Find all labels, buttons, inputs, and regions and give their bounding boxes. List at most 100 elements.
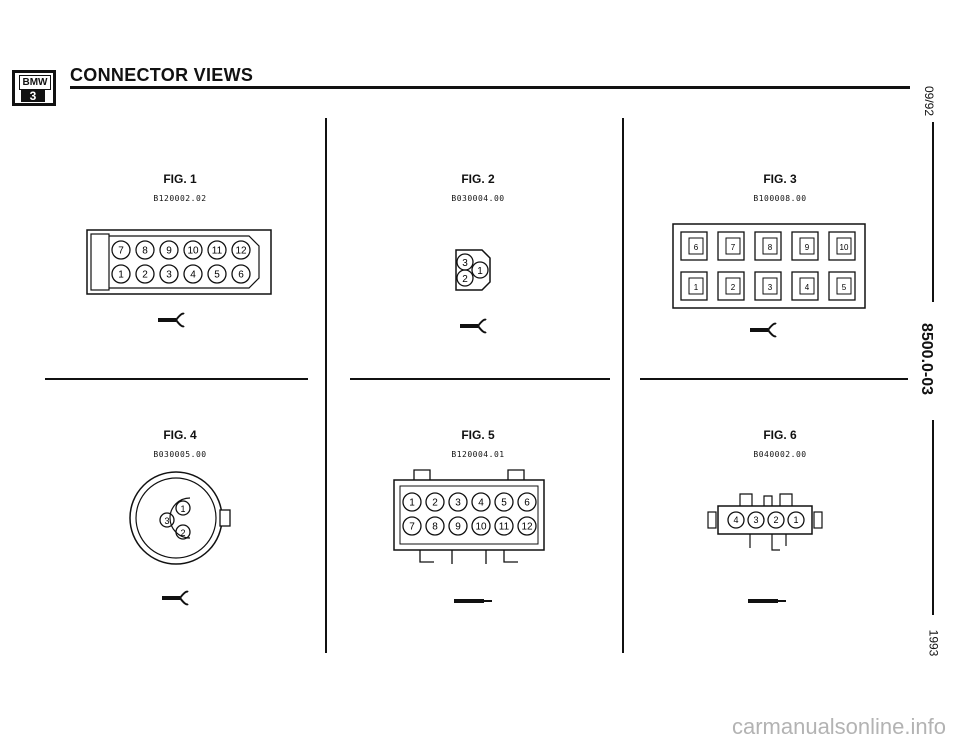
fig1-pin-3 (159, 264, 179, 284)
fig5-pin-2 (425, 492, 445, 512)
fig4-pin-3-label: 3 (164, 516, 169, 526)
fig3-cell-9-label: 9 (805, 243, 810, 252)
fig6-bottom-tabs (749, 534, 787, 551)
fig3-cell-10-label: 10 (840, 243, 849, 252)
fig5-pin-8-label: 8 (432, 522, 438, 533)
fig1-code: B120002.02 (153, 194, 207, 203)
fig3-cell-6 (680, 231, 708, 261)
fig5-pin-2-label: 2 (432, 498, 438, 509)
fig1-housing (86, 229, 272, 295)
fig1-pin-5 (207, 264, 227, 284)
fig2-code: B030004.00 (451, 194, 505, 203)
fig1-pin-10-label: 10 (187, 246, 199, 257)
fig4-code: B030005.00 (153, 450, 207, 459)
fig3-cell-8-label: 8 (768, 243, 773, 252)
fig6-pin-1 (787, 511, 805, 529)
fig4-insert (169, 497, 191, 539)
fig5-pin-1-label: 1 (409, 498, 415, 509)
column-divider-left (325, 118, 327, 653)
fig1-pin-4-label: 4 (190, 270, 196, 281)
bmw-3-logo: BMW 3 (12, 70, 56, 106)
fig1-pin-11 (207, 240, 227, 260)
fig4-pin-2 (175, 524, 191, 540)
fig3-cell-4-label: 4 (805, 283, 810, 292)
fig5-label: FIG. 5 (461, 428, 495, 442)
fig3-cell-10 (828, 231, 856, 261)
fig1-pin-11-label: 11 (212, 246, 223, 257)
fig2-housing (455, 249, 491, 291)
fig1-pin-7 (111, 240, 131, 260)
fig4-connector-symbol (162, 590, 189, 606)
fig1-pin-10 (183, 240, 203, 260)
fig2-connector-symbol (460, 318, 487, 334)
fig3-cell-2-contact (725, 277, 741, 295)
fig3-cell-3 (754, 271, 782, 301)
fig5-pin-8 (425, 516, 445, 536)
fig6-pin-2-label: 2 (773, 515, 778, 525)
fig1-pin-2-label: 2 (142, 270, 148, 281)
fig3-cell-1 (680, 271, 708, 301)
fig5-top-latches (413, 469, 525, 480)
fig5-pin-12-label: 12 (521, 522, 533, 533)
column-divider-right (622, 118, 624, 653)
side-section-number: 8500.0-03 (918, 322, 936, 396)
fig5-inner (399, 485, 539, 545)
fig5-pin-1 (402, 492, 422, 512)
fig3-label: FIG. 3 (763, 172, 797, 186)
fig5-pin-6 (517, 492, 537, 512)
fig6-pin-4-label: 4 (733, 515, 738, 525)
fig5-connector-symbol (454, 599, 492, 603)
fig1-pin-7-label: 7 (118, 246, 124, 257)
fig6-pin-3 (747, 511, 765, 529)
fig1-pin-5-label: 5 (214, 270, 220, 281)
fig3-cell-1-label: 1 (694, 283, 699, 292)
fig4-inner-ring (135, 477, 217, 559)
side-rule-top (932, 122, 934, 302)
header-rule (70, 86, 910, 89)
fig4-outer-ring (129, 471, 223, 565)
fig3-cell-5-label: 5 (842, 283, 847, 292)
fig5-pin-10 (471, 516, 491, 536)
fig1-pin-4 (183, 264, 203, 284)
fig3-top-cells: 6 7 8 9 10 (680, 231, 856, 261)
fig6-pin-2 (767, 511, 785, 529)
fig3-cell-9-contact (799, 237, 815, 255)
fig5-pin-3 (448, 492, 468, 512)
fig3-cell-3-contact (762, 277, 778, 295)
row-divider-2 (350, 378, 610, 380)
fig4-pin-2-label: 2 (180, 528, 185, 538)
fig5-pin-9 (448, 516, 468, 536)
fig1-label: FIG. 1 (163, 172, 197, 186)
fig3-cell-8-contact (762, 237, 778, 255)
fig5-pin-7-label: 7 (409, 522, 415, 533)
fig4-label: FIG. 4 (163, 428, 197, 442)
fig5-pin-11-label: 11 (499, 522, 510, 533)
fig1-pin-field (109, 235, 260, 289)
fig3-cell-8 (754, 231, 782, 261)
fig2-pin-1 (471, 261, 489, 279)
fig3-cell-6-contact (688, 237, 704, 255)
fig6-pin-1-label: 1 (793, 515, 798, 525)
fig5-pin-4-label: 4 (478, 498, 484, 509)
fig5-pin-5-label: 5 (501, 498, 507, 509)
side-year: 1993 (926, 629, 941, 657)
page-title: CONNECTOR VIEWS (70, 65, 254, 85)
fig6-connector-symbol (748, 599, 786, 603)
fig3-cell-7-label: 7 (731, 243, 736, 252)
fig5-pin-4 (471, 492, 491, 512)
fig2-pin-1-label: 1 (477, 266, 483, 277)
fig1-pin-2 (135, 264, 155, 284)
fig3-cell-9 (791, 231, 819, 261)
fig3-cell-5-contact (836, 277, 852, 295)
fig1-pin-12-label: 12 (235, 246, 247, 257)
fig3-cell-6-label: 6 (694, 243, 699, 252)
fig5-housing (393, 479, 545, 551)
fig1-pin-8 (135, 240, 155, 260)
fig3-cell-7-contact (725, 237, 741, 255)
fig1-pin-12 (231, 240, 251, 260)
fig1-pin-3-label: 3 (166, 270, 172, 281)
